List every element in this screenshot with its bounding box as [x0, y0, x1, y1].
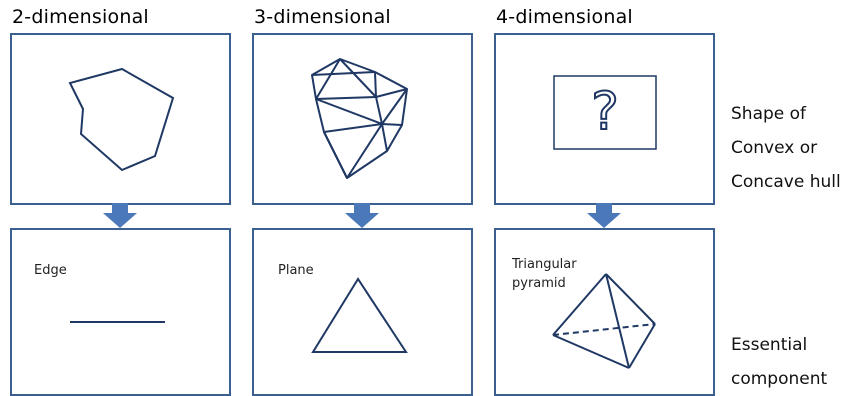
shape-hull-line-1: Shape of	[731, 104, 807, 124]
unknown-shape-box	[553, 75, 657, 150]
title-3d: 3-dimensional	[254, 6, 391, 28]
essential-component-label: Essential component	[731, 328, 827, 396]
down-arrow-4d	[587, 203, 621, 228]
concave-polygon-2d	[68, 67, 175, 172]
essential-line-1: Essential	[731, 335, 808, 355]
component-panel-3d: Plane	[252, 228, 473, 396]
plane-triangle	[311, 277, 408, 353]
triangular-pyramid-label: Triangular pyramid	[512, 257, 577, 291]
hull-panel-2d	[10, 33, 231, 205]
title-2d: 2-dimensional	[12, 6, 149, 28]
component-panel-4d: Triangular pyramid	[494, 228, 715, 396]
triangulated-hull-3d	[311, 58, 408, 179]
hull-panel-4d: ?	[494, 33, 715, 205]
title-4d: 4-dimensional	[496, 6, 633, 28]
component-panel-2d: Edge	[10, 228, 231, 396]
question-mark-icon: ?	[590, 81, 620, 143]
shape-hull-label: Shape of Convex or Concave hull	[731, 97, 841, 199]
shape-hull-line-3: Concave hull	[731, 172, 841, 192]
edge-line	[70, 321, 165, 323]
shape-hull-line-2: Convex or	[731, 138, 818, 158]
triangular-pyramid	[552, 273, 656, 369]
down-arrow-2d	[103, 203, 137, 228]
down-arrow-3d	[345, 203, 379, 228]
plane-label: Plane	[278, 263, 314, 278]
edge-label: Edge	[34, 263, 67, 278]
essential-line-2: component	[731, 369, 828, 389]
hull-panel-3d	[252, 33, 473, 205]
